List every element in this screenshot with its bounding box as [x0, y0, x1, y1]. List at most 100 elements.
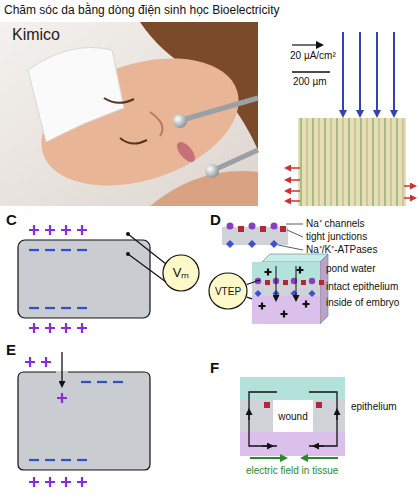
f-water-band — [240, 377, 345, 400]
drawing-part — [128, 234, 166, 264]
drawing-part — [270, 240, 278, 248]
drawing-part — [312, 118, 314, 206]
drawing-part — [376, 32, 378, 116]
embryo-band: inside of embryo — [252, 296, 320, 324]
legend-text: tight junctions — [306, 231, 367, 242]
voltmeter-circle: VTEP — [208, 272, 248, 310]
panel-letter: C — [6, 212, 17, 229]
node-text: epithelium — [351, 401, 397, 412]
drawing-part — [301, 280, 306, 285]
f-current-loops — [249, 392, 337, 446]
drawing-part — [25, 35, 255, 208]
drawing-part — [128, 254, 166, 282]
drawing-part — [174, 139, 199, 165]
drawing-part — [336, 118, 338, 206]
drawing-part — [273, 278, 279, 284]
drawing-part — [45, 323, 55, 333]
drawing-part — [303, 301, 310, 308]
drawing-part — [302, 457, 338, 459]
drawing-part — [77, 307, 87, 309]
field-label: electric field in tissue — [246, 465, 338, 476]
outflow-arrows — [286, 168, 415, 201]
drawing-part — [97, 381, 107, 383]
drawing-part — [297, 267, 304, 274]
drawing-part — [61, 249, 71, 251]
drawing-part — [265, 269, 272, 276]
drawing-part — [265, 280, 270, 285]
drawing-part — [249, 392, 277, 446]
drawing-part — [286, 179, 300, 181]
drawing-part — [286, 200, 300, 202]
node-text: wound — [273, 411, 313, 422]
drawing-part — [281, 311, 288, 318]
drawing-part — [306, 118, 308, 206]
water-band: pond water — [252, 262, 320, 280]
scale-label: 200 µm — [293, 76, 327, 87]
panel-letter: F — [210, 360, 219, 377]
drawing-part — [126, 252, 130, 256]
drawing-part — [29, 323, 39, 333]
drawing-part — [45, 225, 55, 235]
drawing-part — [104, 98, 134, 103]
epithelium-band: intact epithelium — [252, 280, 320, 296]
drawing-part — [393, 32, 395, 116]
photo-brand: Kimico — [12, 26, 60, 44]
scale-label: 20 µA/cm² — [290, 50, 336, 61]
node-text: pond water — [326, 263, 375, 274]
drawing-part — [286, 167, 300, 169]
drawing-part — [286, 190, 300, 192]
drawing-part — [120, 138, 147, 144]
edge-layer — [247, 280, 260, 299]
drawing-part — [319, 280, 324, 285]
drawing-part — [173, 114, 187, 128]
drawing-part — [348, 118, 350, 206]
drawing-part — [396, 118, 398, 206]
lead-wire — [247, 297, 252, 299]
drawing-part — [29, 459, 39, 461]
node-text: VTEP — [208, 286, 248, 297]
drawing-part — [318, 118, 320, 206]
drawing-part — [273, 290, 280, 297]
drawing-part — [292, 71, 330, 73]
drawing-part — [28, 48, 124, 143]
tissue-stripes — [301, 118, 403, 206]
drawing-part — [255, 278, 261, 284]
drawing-part — [276, 266, 277, 300]
drawing-part — [402, 118, 404, 206]
drawing-part — [57, 393, 67, 403]
drawing-part — [248, 410, 249, 420]
drawing-part — [248, 240, 256, 248]
drawing-part — [342, 32, 344, 116]
drawing-part — [314, 445, 324, 446]
charge-symbols — [25, 225, 324, 487]
cell-gap — [56, 371, 68, 377]
drawing-part — [283, 280, 288, 285]
wounded-cell — [18, 372, 150, 470]
drawing-part — [29, 307, 39, 309]
drawing-part — [25, 357, 35, 367]
drawing-part — [61, 352, 62, 386]
drawing-part — [260, 226, 266, 232]
drawing-part — [61, 459, 71, 461]
drawing-part — [264, 402, 270, 408]
drawing-part — [404, 185, 415, 187]
diagram-title: Chăm sóc da bằng dòng điện sinh học Bioe… — [4, 4, 280, 17]
drawing-part — [404, 197, 415, 199]
drawing-part — [29, 225, 39, 235]
drawing-part — [222, 227, 288, 245]
drawing-part — [205, 164, 219, 178]
drawing-part — [259, 303, 266, 310]
drawing-part — [291, 278, 297, 284]
node-text: intact epithelium — [326, 281, 398, 292]
drawing-part — [342, 118, 344, 206]
drawing-part — [360, 118, 362, 206]
drawing-part — [366, 118, 368, 206]
vm-leads — [126, 232, 166, 282]
drawing-part — [316, 402, 322, 408]
legend-text: Na⁺ channels — [306, 218, 365, 229]
drawing-part — [150, 171, 258, 206]
node-text: Vₘ — [162, 266, 200, 280]
drawing-part — [372, 118, 374, 206]
drawing-part — [150, 112, 162, 136]
